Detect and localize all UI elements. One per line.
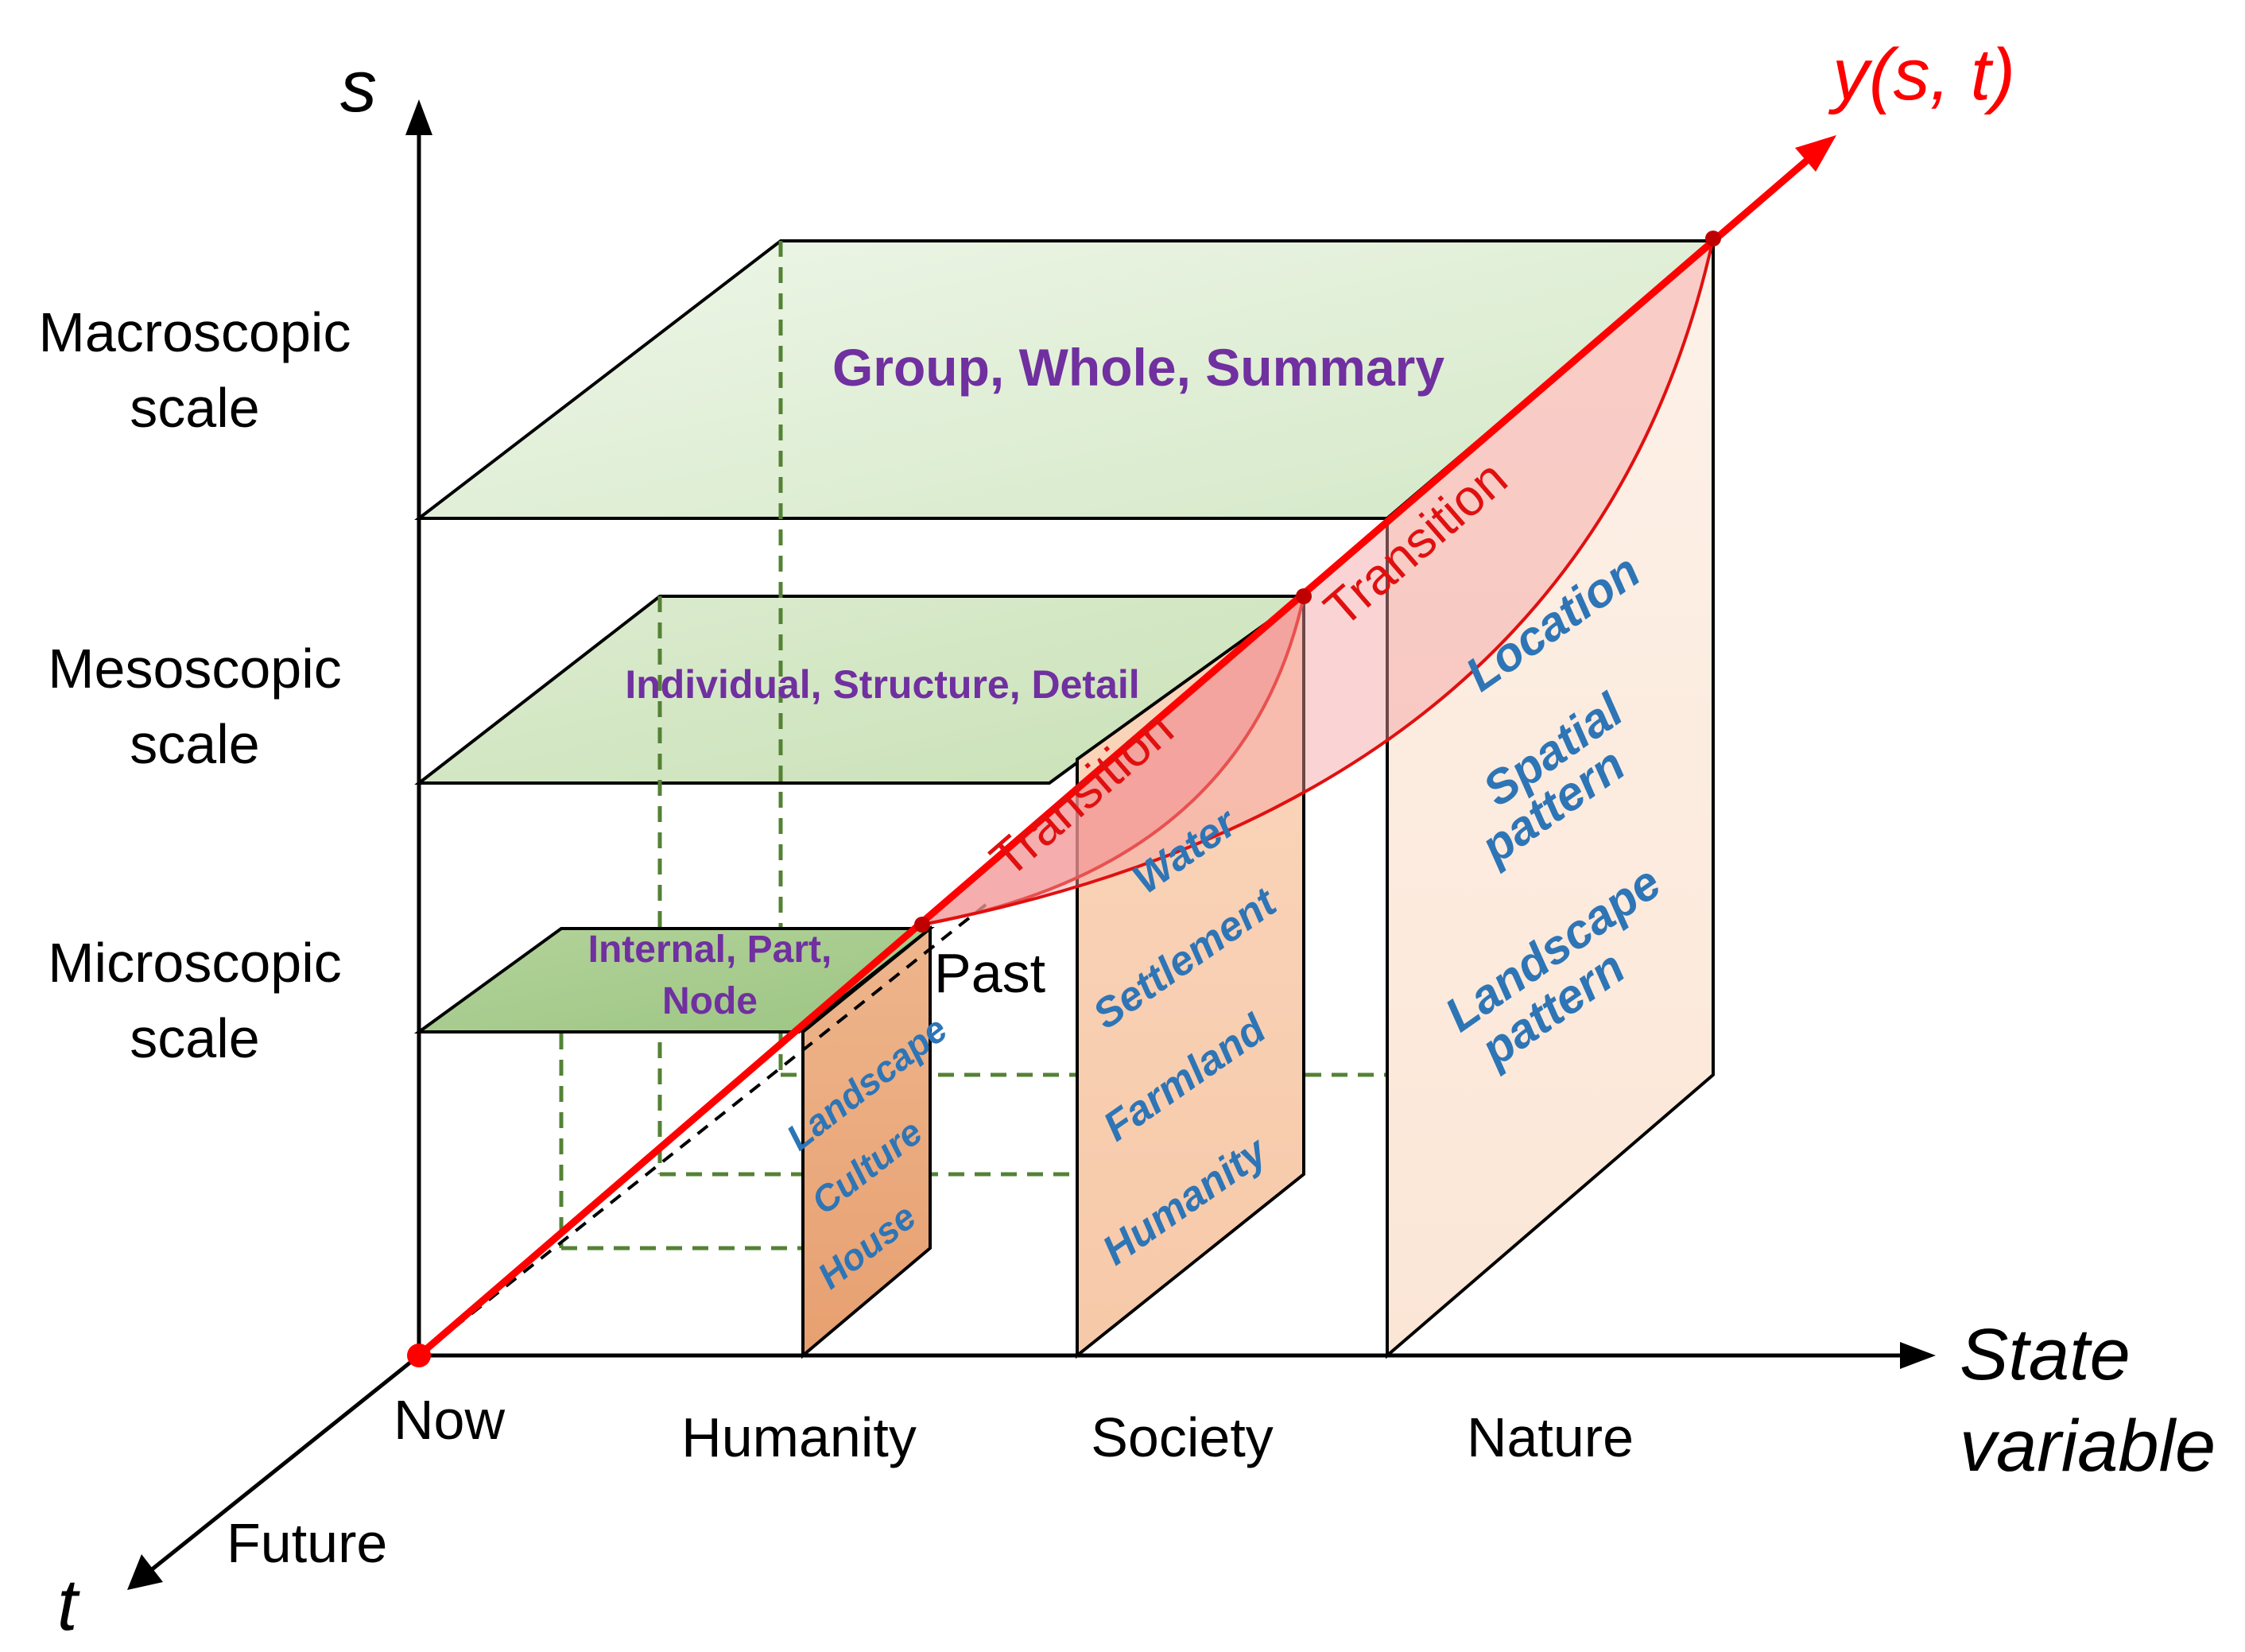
- microscopic-scale-label: Microscopic: [48, 932, 342, 994]
- macroscopic-scale-sub: scale: [130, 377, 259, 439]
- category-nature: Nature: [1467, 1406, 1634, 1468]
- category-humanity: Humanity: [681, 1406, 917, 1468]
- t-axis: [127, 1354, 421, 1590]
- macro-plane-text: Group, Whole, Summary: [832, 338, 1444, 397]
- now-point: [407, 1344, 431, 1367]
- microscopic-scale-sub: scale: [130, 1007, 259, 1069]
- mesoscopic-scale-label: Mesoscopic: [48, 638, 342, 700]
- s-axis: [405, 99, 432, 1355]
- state-axis-label-line1: State: [1960, 1314, 2131, 1395]
- meso-transition-point: [1296, 588, 1312, 604]
- macroscopic-scale-label: Macroscopic: [39, 301, 351, 363]
- macro-transition-point: [1705, 231, 1721, 246]
- microscopic-plane: [413, 927, 935, 1033]
- micro-plane-text-line2: Node: [662, 980, 758, 1022]
- now-past-dashed-line: [417, 903, 987, 1357]
- now-label: Now: [394, 1389, 505, 1451]
- state-variable-axis: [419, 1342, 1936, 1369]
- micro-plane-text-line1: Internal, Part,: [588, 929, 832, 971]
- past-point: [914, 917, 930, 933]
- s-axis-label: s: [340, 46, 377, 127]
- curve-label: y(s, t): [1828, 34, 2015, 115]
- future-label: Future: [227, 1512, 387, 1574]
- y-curve: [407, 135, 1836, 1367]
- category-society: Society: [1091, 1406, 1274, 1468]
- mesoscopic-scale-sub: scale: [130, 713, 259, 775]
- meso-plane-text: Individual, Structure, Detail: [625, 662, 1139, 707]
- past-label: Past: [934, 942, 1045, 1004]
- t-axis-label: t: [57, 1565, 80, 1646]
- state-axis-label-line2: variable: [1960, 1406, 2216, 1487]
